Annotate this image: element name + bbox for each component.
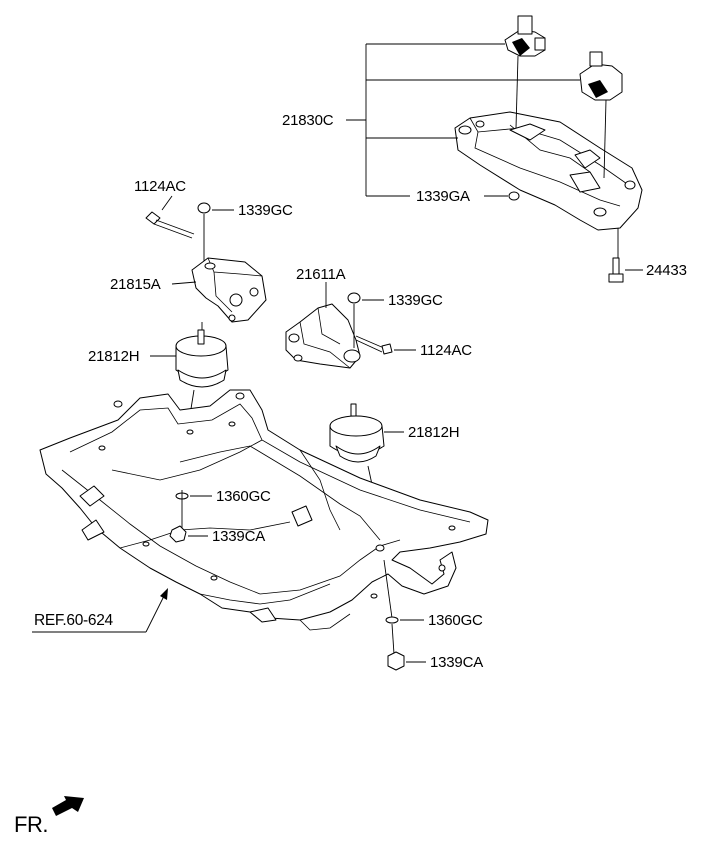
- bolt-1124AC-right: [355, 335, 416, 355]
- washer-1360GC-right: [383, 559, 424, 655]
- nut-1339GC-right: [347, 292, 384, 348]
- bolt-1124AC-left: [145, 195, 195, 239]
- front-direction-label: FR.: [14, 812, 48, 837]
- label-21812H-right: 21812H: [408, 424, 460, 441]
- label-21812H-left: 21812H: [88, 348, 140, 365]
- front-direction-arrow-icon: [52, 796, 84, 816]
- reference-label: REF.60-624: [34, 612, 113, 629]
- washer-1360GC-left: [175, 490, 212, 532]
- insulator-21812H-left: [150, 322, 229, 441]
- nut-1339GA: [484, 191, 520, 201]
- label-21815A: 21815A: [110, 276, 161, 293]
- ref-leader: [32, 588, 168, 633]
- label-1360GC-right: 1360GC: [428, 612, 483, 629]
- label-1124AC-right: 1124AC: [420, 342, 472, 359]
- label-1339CA-left: 1339CA: [212, 528, 266, 545]
- label-21611A: 21611A: [296, 266, 346, 283]
- label-1339GA: 1339GA: [416, 188, 470, 205]
- label-1360GC-left: 1360GC: [216, 488, 271, 505]
- transmission-mount-bracket-21830C: [454, 111, 643, 231]
- label-1124AC-left: 1124AC: [134, 178, 186, 195]
- bracket-21815A: [171, 257, 267, 323]
- mount-insulator-upper-a: [504, 15, 546, 57]
- mount-insulator-upper-b: [579, 51, 623, 101]
- nut-1339CA-left: [169, 525, 208, 543]
- bolt-24433: [608, 228, 643, 283]
- insulator-21812H-right: [329, 403, 404, 541]
- label-1339CA-right: 1339CA: [430, 654, 484, 671]
- label-24433: 24433: [646, 262, 687, 279]
- bracket-21611A: [285, 282, 361, 369]
- label-21830C: 21830C: [282, 112, 334, 129]
- label-1339GC-left: 1339GC: [238, 202, 293, 219]
- label-1339GC-right: 1339GC: [388, 292, 443, 309]
- subframe-crossmember: [39, 389, 489, 631]
- leader-21830C: [346, 43, 607, 197]
- nut-1339GC-left: [197, 202, 234, 262]
- nut-1339CA-right: [387, 651, 426, 671]
